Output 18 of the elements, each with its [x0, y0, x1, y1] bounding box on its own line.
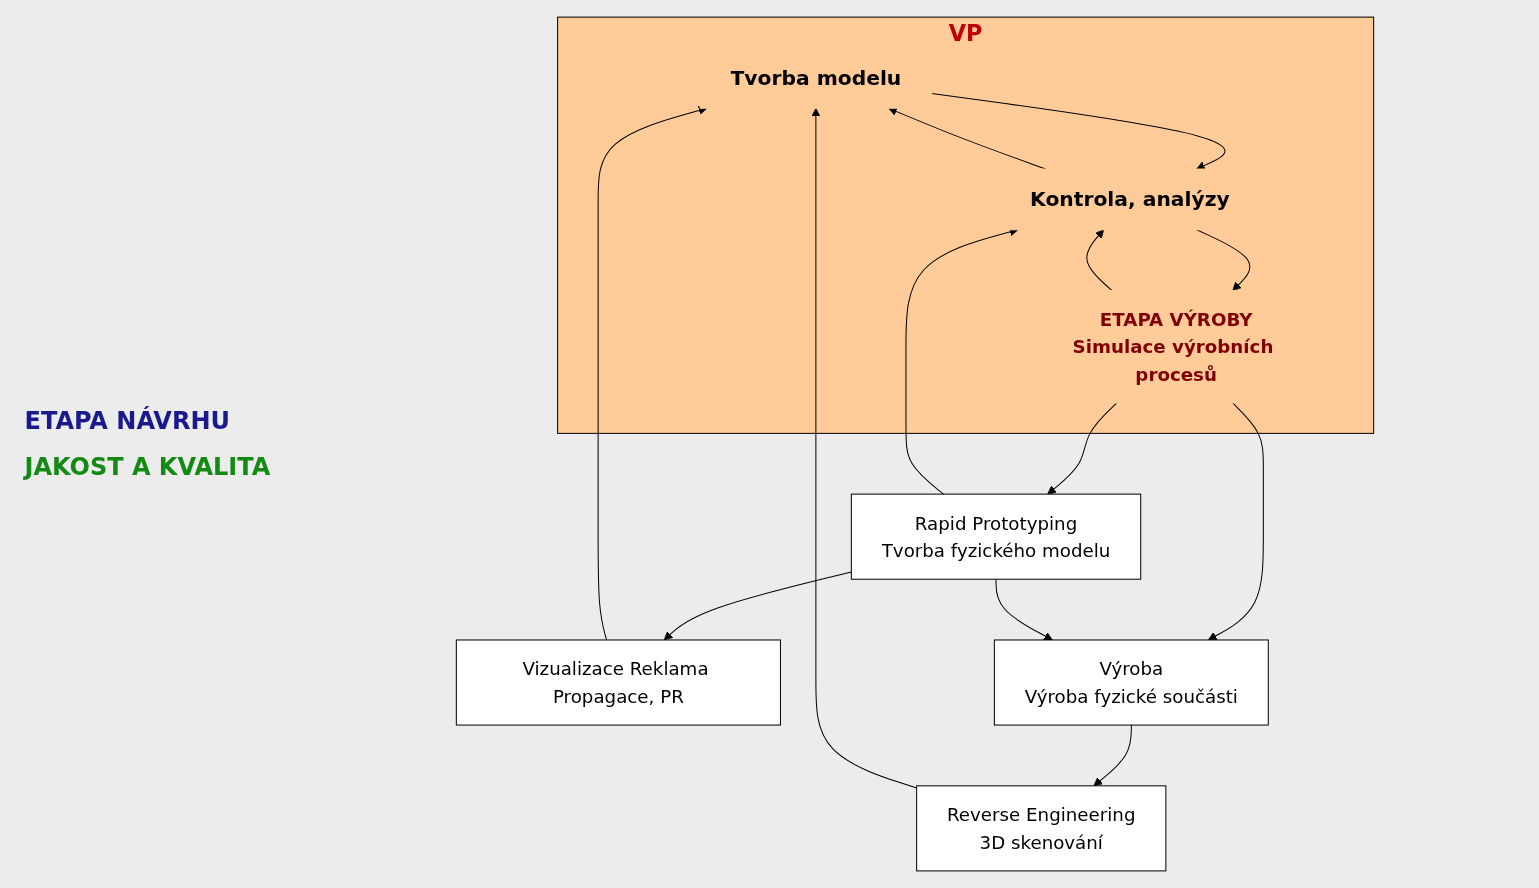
arrow	[810, 107, 917, 789]
arrow	[995, 578, 1053, 641]
arrow	[1207, 402, 1264, 641]
arrow	[1046, 402, 1117, 495]
stage-heading: ETAPA NÁVRHU	[24, 407, 231, 435]
node-text: Kontrola, analýzy	[1029, 187, 1230, 212]
arrow	[887, 107, 1046, 170]
node-text: Tvorba modelu	[730, 65, 901, 91]
arrow	[597, 106, 707, 641]
node-box: Výroba Výroba fyzické součásti	[993, 639, 1269, 726]
node-text: ETAPA VÝROBY Simulace výrobních procesů	[1072, 308, 1273, 385]
node-box: Reverse Engineering 3D skenování	[915, 785, 1166, 872]
arrow	[1085, 229, 1113, 292]
node-box: Vizualizace Reklama Propagace, PR	[455, 639, 781, 726]
stage-heading: JAKOST A KVALITA	[24, 453, 272, 481]
arrow	[1195, 229, 1250, 291]
arrow	[1092, 724, 1132, 787]
node-box: Rapid Prototyping Tvorba fyzického modelu	[850, 493, 1141, 580]
